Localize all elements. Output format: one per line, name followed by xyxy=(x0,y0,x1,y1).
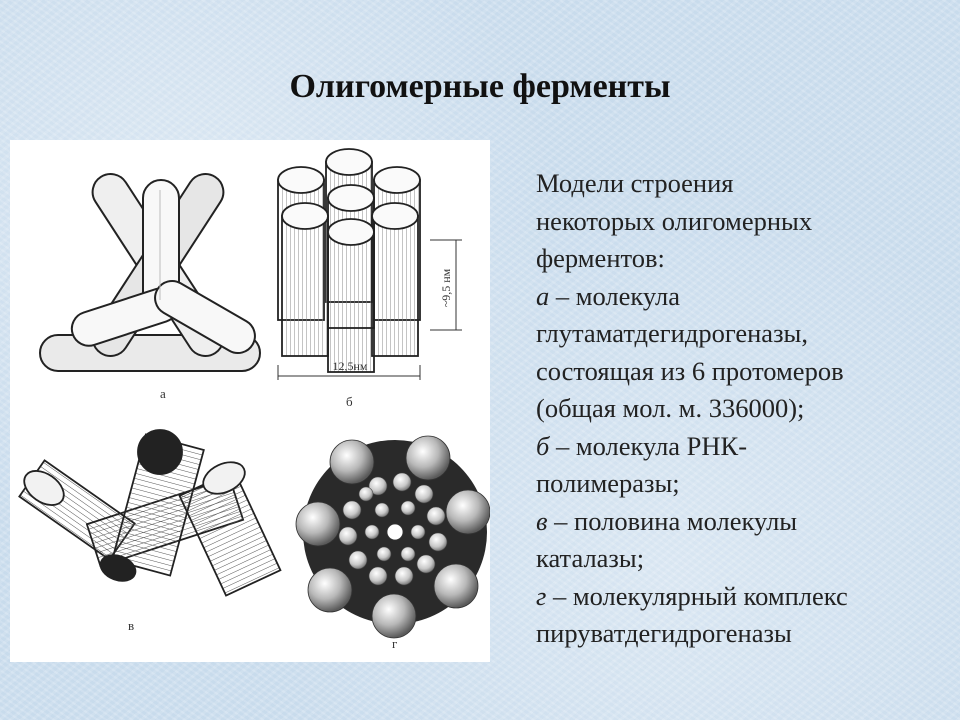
dimension-height-label: ~9,5 нм xyxy=(439,268,453,307)
model-v-catalase xyxy=(18,429,282,597)
label-a: а xyxy=(160,386,166,401)
caption-text: полимеразы; xyxy=(536,468,680,498)
caption-text: – молекулярный комплекс xyxy=(546,580,848,611)
caption-text: – молекула xyxy=(549,280,680,311)
caption-intro-line: некоторых олигомерных xyxy=(536,205,813,236)
dimension-width-label: 12,5нм xyxy=(332,359,367,373)
model-g-pyruvate-dehydrogenase-complex xyxy=(295,435,490,639)
caption-text: пируватдегидрогеназы xyxy=(536,618,792,648)
caption-letter-a: а xyxy=(536,280,550,311)
label-b: б xyxy=(346,394,353,409)
caption-letter-v: в xyxy=(536,505,548,536)
caption-text: глутаматдегидрогеназы, xyxy=(536,318,808,348)
caption-item-a: а – молекула xyxy=(536,278,946,316)
enzyme-models-figure: а xyxy=(10,140,490,662)
label-g: г xyxy=(392,636,397,651)
caption-text: – половина молекулы xyxy=(547,505,798,536)
caption-letter-g: г xyxy=(536,580,547,611)
model-b-rna-polymerase xyxy=(277,148,462,380)
label-v: в xyxy=(128,618,134,633)
caption-intro-line: Модели строения xyxy=(536,168,734,198)
caption-intro-line: ферментов: xyxy=(536,243,665,273)
slide-title: Олигомерные ферменты xyxy=(289,68,671,105)
caption-text: – молекула РНК- xyxy=(549,430,748,461)
caption-item-g: г – молекулярный комплекс xyxy=(536,578,946,616)
model-a-glutamate-dehydrogenase xyxy=(39,173,261,372)
caption-text: каталазы; xyxy=(536,543,645,573)
caption-item-v: в – половина молекулы xyxy=(536,503,946,541)
caption-text: (общая мол. м. 336000); xyxy=(536,393,805,423)
caption-text: состоящая из 6 протомеров xyxy=(536,355,844,386)
figure-caption: Модели строения некоторых олигомерных фе… xyxy=(536,165,946,653)
caption-letter-b: б xyxy=(536,430,550,461)
caption-item-b: б – молекула РНК- xyxy=(536,428,946,466)
